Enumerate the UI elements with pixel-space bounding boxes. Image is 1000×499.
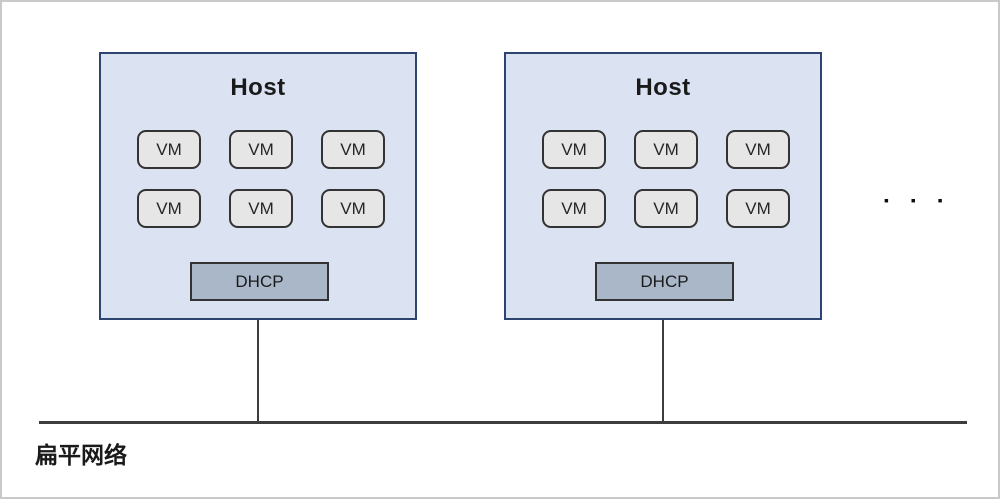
vm-box: VM	[726, 189, 790, 228]
more-hosts-ellipsis-icon: ▪ ▪ ▪	[884, 192, 952, 208]
vm-label: VM	[340, 198, 366, 218]
vm-label: VM	[745, 139, 771, 159]
host-box-1: Host VM VM VM VM VM VM DHCP	[99, 52, 417, 320]
vm-box: VM	[321, 130, 385, 169]
host-box-2: Host VM VM VM VM VM VM DHCP	[504, 52, 822, 320]
flat-network-label: 扁平网络	[35, 442, 127, 468]
vm-label: VM	[248, 198, 274, 218]
vm-label: VM	[653, 198, 679, 218]
vm-box: VM	[542, 189, 606, 228]
vm-label: VM	[745, 198, 771, 218]
flat-network-bus-line	[39, 421, 967, 424]
vm-box: VM	[634, 130, 698, 169]
vm-label: VM	[156, 198, 182, 218]
vm-label: VM	[248, 139, 274, 159]
dhcp-label: DHCP	[235, 271, 284, 291]
vm-label: VM	[340, 139, 366, 159]
vm-label: VM	[561, 198, 587, 218]
vm-box: VM	[634, 189, 698, 228]
host1-network-connector-line	[257, 320, 259, 423]
vm-box: VM	[726, 130, 790, 169]
host2-network-connector-line	[662, 320, 664, 423]
vm-box: VM	[321, 189, 385, 228]
dhcp-box: DHCP	[190, 262, 329, 301]
vm-box: VM	[229, 130, 293, 169]
dhcp-label: DHCP	[640, 271, 689, 291]
host-title: Host	[635, 74, 691, 101]
vm-label: VM	[561, 139, 587, 159]
vm-box: VM	[137, 189, 201, 228]
host-title: Host	[230, 74, 286, 101]
vm-box: VM	[137, 130, 201, 169]
vm-label: VM	[653, 139, 679, 159]
dhcp-box: DHCP	[595, 262, 734, 301]
vm-box: VM	[542, 130, 606, 169]
vm-box: VM	[229, 189, 293, 228]
vm-label: VM	[156, 139, 182, 159]
